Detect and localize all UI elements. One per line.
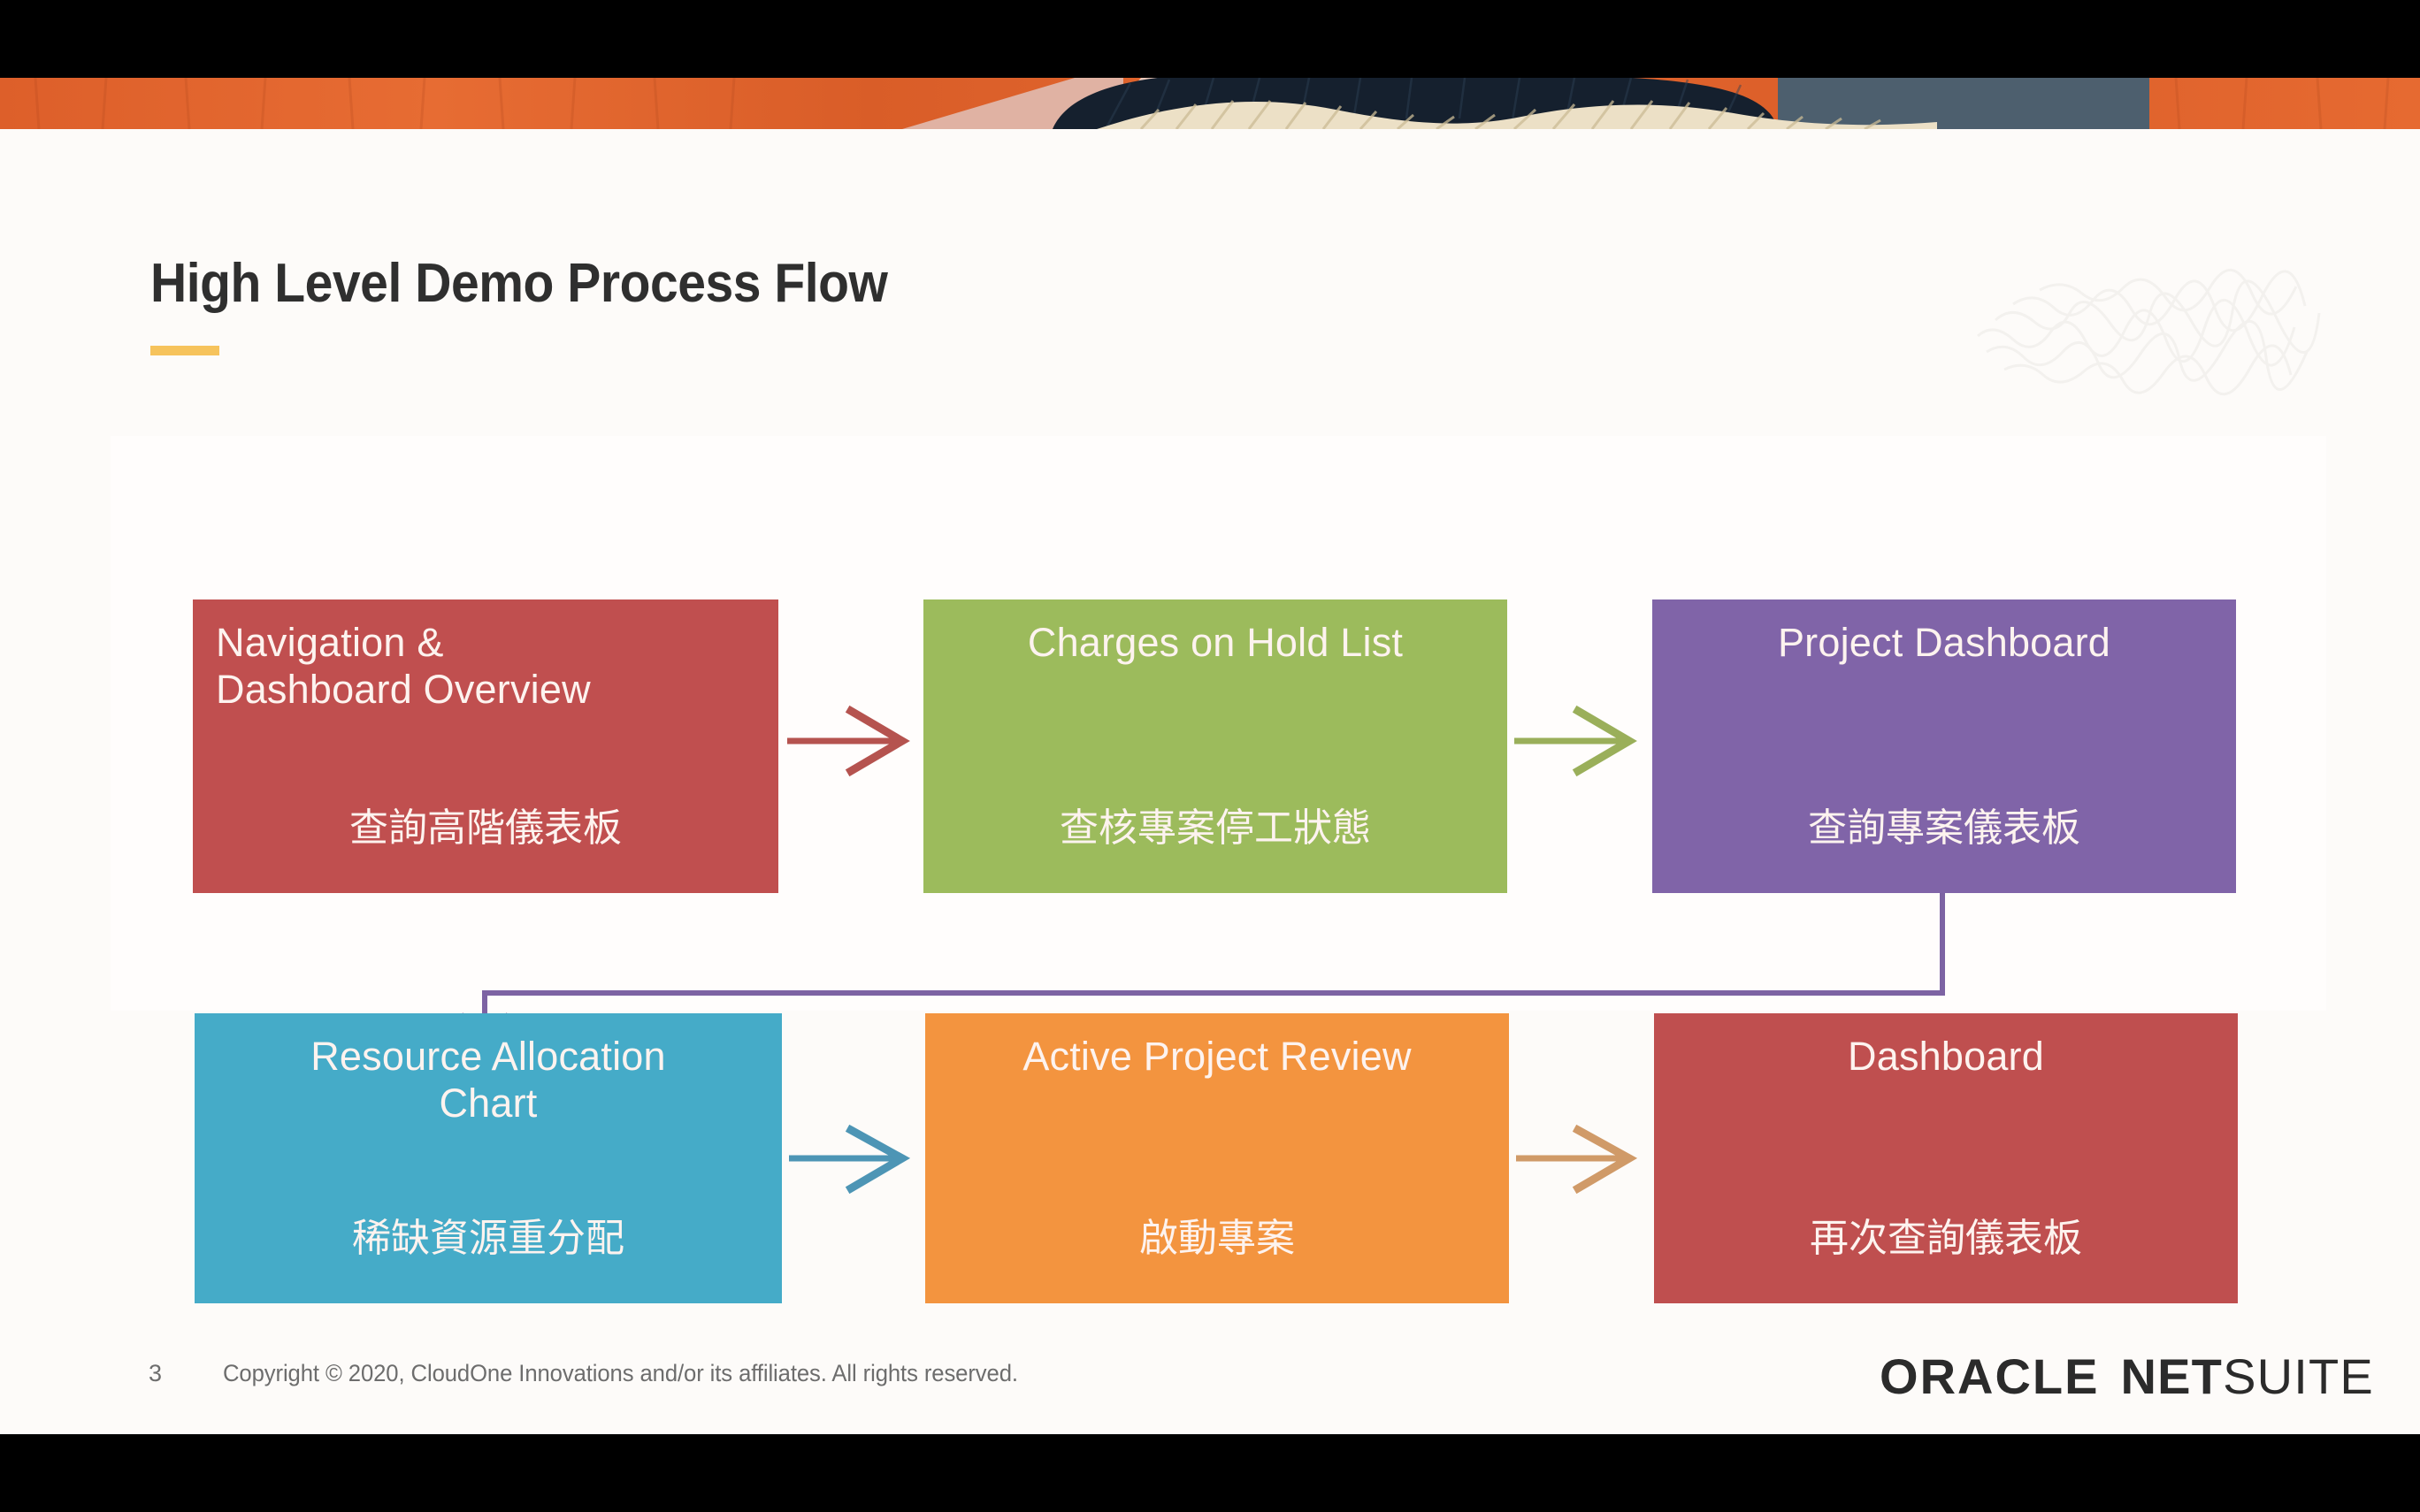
logo-net-text: NET bbox=[2120, 1348, 2224, 1404]
logo-suite-text: SUITE bbox=[2223, 1348, 2374, 1404]
arrow-4-to-5 bbox=[789, 1124, 911, 1195]
arrow-2-to-3 bbox=[1514, 705, 1637, 777]
flow-node-title: Active Project Review bbox=[1022, 1034, 1412, 1079]
copyright-text: Copyright © 2020, CloudOne Innovations a… bbox=[223, 1360, 1018, 1386]
flow-node-active-project-review[interactable]: Active Project Review 啟動專案 bbox=[925, 1013, 1509, 1303]
flow-node-subtitle: 稀缺資源重分配 bbox=[352, 1217, 624, 1261]
letterbox-bottom bbox=[0, 1434, 2420, 1512]
flow-node-title: Resource Allocation Chart bbox=[310, 1034, 666, 1126]
flow-node-charges-on-hold-list[interactable]: Charges on Hold List 查核專案停工狀態 bbox=[923, 599, 1507, 893]
arrow-5-to-6 bbox=[1516, 1124, 1638, 1195]
page-number: 3 bbox=[149, 1360, 163, 1386]
flow-node-subtitle: 查詢高階儀表板 bbox=[349, 806, 622, 851]
flow-node-title: Project Dashboard bbox=[1777, 620, 2111, 665]
flow-node-dashboard[interactable]: Dashboard 再次查詢儀表板 bbox=[1654, 1013, 2238, 1303]
letterbox-top bbox=[0, 0, 2420, 78]
flow-node-project-dashboard[interactable]: Project Dashboard 查詢專案儀表板 bbox=[1652, 599, 2236, 893]
slide-canvas: High Level Demo Process Flow bbox=[0, 78, 2420, 1434]
title-accent-rule bbox=[150, 346, 219, 356]
flow-node-title: Dashboard bbox=[1848, 1034, 2044, 1079]
flow-node-title: Navigation & Dashboard Overview bbox=[216, 620, 591, 713]
flow-node-subtitle: 啟動專案 bbox=[1139, 1217, 1295, 1261]
flow-node-resource-allocation-chart[interactable]: Resource Allocation Chart 稀缺資源重分配 bbox=[195, 1013, 782, 1303]
process-flow-diagram: Navigation & Dashboard Overview 查詢高階儀表板 … bbox=[0, 78, 2420, 1434]
logo-oracle-text: ORACLE bbox=[1880, 1348, 2100, 1404]
flow-node-subtitle: 查詢專案儀表板 bbox=[1808, 806, 2080, 851]
flow-node-subtitle: 再次查詢儀表板 bbox=[1810, 1217, 2082, 1261]
flow-node-navigation-dashboard-overview[interactable]: Navigation & Dashboard Overview 查詢高階儀表板 bbox=[193, 599, 778, 893]
title-block: High Level Demo Process Flow bbox=[150, 253, 952, 356]
slide-footer: 3 Copyright © 2020, CloudOne Innovations… bbox=[0, 1337, 2420, 1434]
oracle-netsuite-logo: ORACLE NET SUITE bbox=[1880, 1348, 2374, 1405]
decorative-banner-image bbox=[0, 78, 2420, 129]
arrow-1-to-2 bbox=[787, 705, 910, 777]
flow-node-title: Charges on Hold List bbox=[1027, 620, 1404, 665]
page-title: High Level Demo Process Flow bbox=[150, 253, 888, 314]
flow-node-subtitle: 查核專案停工狀態 bbox=[1060, 806, 1371, 851]
